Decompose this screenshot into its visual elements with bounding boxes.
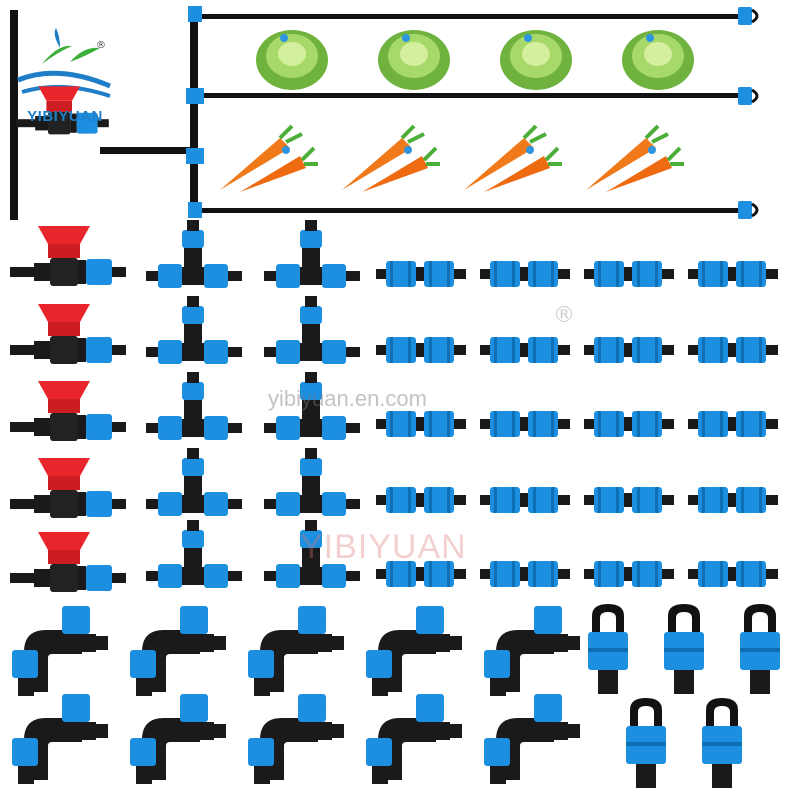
watermark-registered-mark: ® — [553, 303, 575, 328]
drip-line-3 — [198, 208, 738, 213]
brand-name: YIBIYUAN — [27, 108, 103, 125]
line-end-cap — [736, 199, 759, 221]
carrots — [584, 124, 686, 194]
elbow-group — [12, 606, 580, 784]
lettuce — [256, 30, 328, 90]
line-end-cap — [736, 5, 759, 27]
carrots — [218, 124, 320, 194]
main-supply-pipe — [10, 10, 18, 220]
logo-registered-mark: ® — [96, 40, 106, 51]
brand-logo — [17, 28, 111, 98]
watermark-url: yibiyuan.en.com — [268, 386, 427, 411]
line-end-cap — [736, 85, 759, 107]
manifold-pipe — [190, 14, 198, 214]
branch-pipe — [100, 147, 190, 154]
lettuce — [622, 30, 694, 90]
lettuce — [378, 30, 450, 90]
valve-group — [10, 226, 126, 592]
carrots — [340, 124, 442, 194]
drip-line-1 — [198, 14, 738, 19]
lettuce — [500, 30, 572, 90]
end-plug-group — [588, 604, 780, 788]
carrots — [462, 124, 564, 194]
watermark-brand: YIBIYUAN — [300, 528, 467, 566]
drip-line-2 — [198, 93, 738, 98]
